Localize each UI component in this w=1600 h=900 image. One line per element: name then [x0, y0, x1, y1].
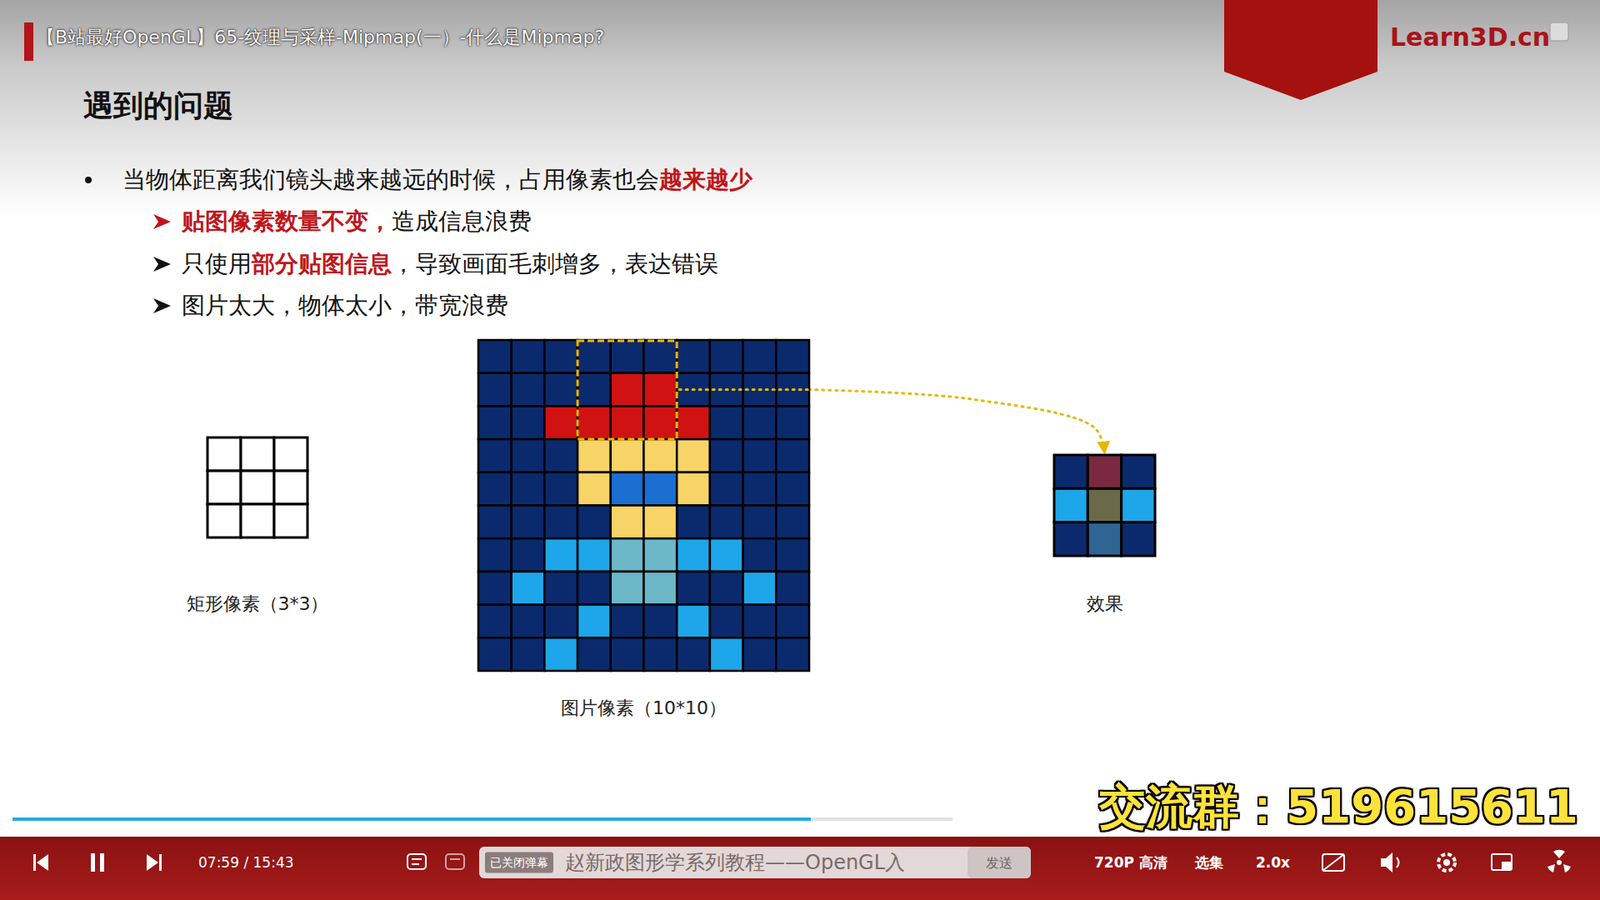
- texture-pixel-grid: 图片像素（10*10）: [478, 340, 810, 720]
- send-label: 发送: [985, 855, 1013, 871]
- emphasis-text: 越来越少: [659, 165, 753, 194]
- emphasis-text: 部分贴图信息: [251, 250, 392, 278]
- danmaku-placeholder: 赵新政图形学系列教程——OpenGL入: [565, 850, 905, 875]
- bullet-text: ，导致画面毛刺增多，表达错误: [391, 250, 719, 278]
- result-pixel-grid: 效果: [1054, 455, 1155, 615]
- sub-bullet-arrow: [153, 256, 171, 272]
- title-accent-bar: [24, 22, 34, 61]
- quality-label: 720P 高清: [1094, 854, 1168, 871]
- screen-pixel-grid: 矩形像素（3*3）: [186, 437, 330, 615]
- play-time: 07:59 / 15:43: [198, 854, 295, 871]
- top-band: [0, 0, 1600, 217]
- bullet-text: 造成信息浪费: [391, 207, 532, 235]
- bullet-line: 只使用部分贴图信息，导致画面毛刺增多，表达错误: [181, 250, 719, 279]
- bullet-line: 贴图像素数量不变，造成信息浪费: [181, 207, 532, 236]
- grid-caption: 图片像素（10*10）: [560, 697, 727, 720]
- danmaku-input: [479, 846, 1031, 879]
- bullet-dot: [85, 176, 92, 184]
- player-bar: [0, 836, 1600, 900]
- bullet-text: 图片太大，物体太小，带宽浪费: [181, 291, 509, 320]
- progress-buffered: [810, 817, 953, 821]
- send-button: [967, 846, 1031, 879]
- emphasis-text: 贴图像素数量不变，: [181, 207, 392, 235]
- pixel-grid-figure: [478, 340, 810, 671]
- grid-caption: 矩形像素（3*3）: [186, 593, 330, 615]
- sub-bullet-arrow: [153, 298, 171, 314]
- bullet-text: 只使用: [181, 250, 252, 278]
- episode-label: 选集: [1195, 854, 1224, 871]
- group-number: 交流群：519615611: [1099, 778, 1579, 835]
- speed-label: 2.0x: [1255, 854, 1290, 871]
- dotted-arrow: [809, 390, 1105, 454]
- sample-region: [577, 340, 677, 440]
- pixel-grid-figure: [207, 437, 308, 538]
- bullet-text: 当物体距离我们镜头越来越远的时候，占用像素也会: [122, 165, 660, 194]
- video-title: 【B站最好OpenGL】65-纹理与采样-Mipmap(一）-什么是Mipmap…: [36, 26, 605, 49]
- bullet-line: 图片太大，物体太小，带宽浪费: [181, 291, 509, 320]
- site-logo: Learn3D.cn: [1390, 22, 1550, 53]
- slide-heading: 遇到的问题: [83, 88, 234, 124]
- grid-caption: 效果: [1086, 593, 1124, 615]
- sample-leader: [679, 388, 810, 391]
- pixel-grid-figure: [1054, 455, 1155, 556]
- danmaku-status: 已关闭弹幕: [485, 852, 554, 874]
- logo-banner: [1224, 0, 1378, 100]
- progress-played: [12, 817, 811, 821]
- sub-bullet-arrow: [153, 214, 171, 230]
- bullet-line: 当物体距离我们镜头越来越远的时候，占用像素也会越来越少: [122, 165, 753, 195]
- help-icon: [1550, 22, 1569, 41]
